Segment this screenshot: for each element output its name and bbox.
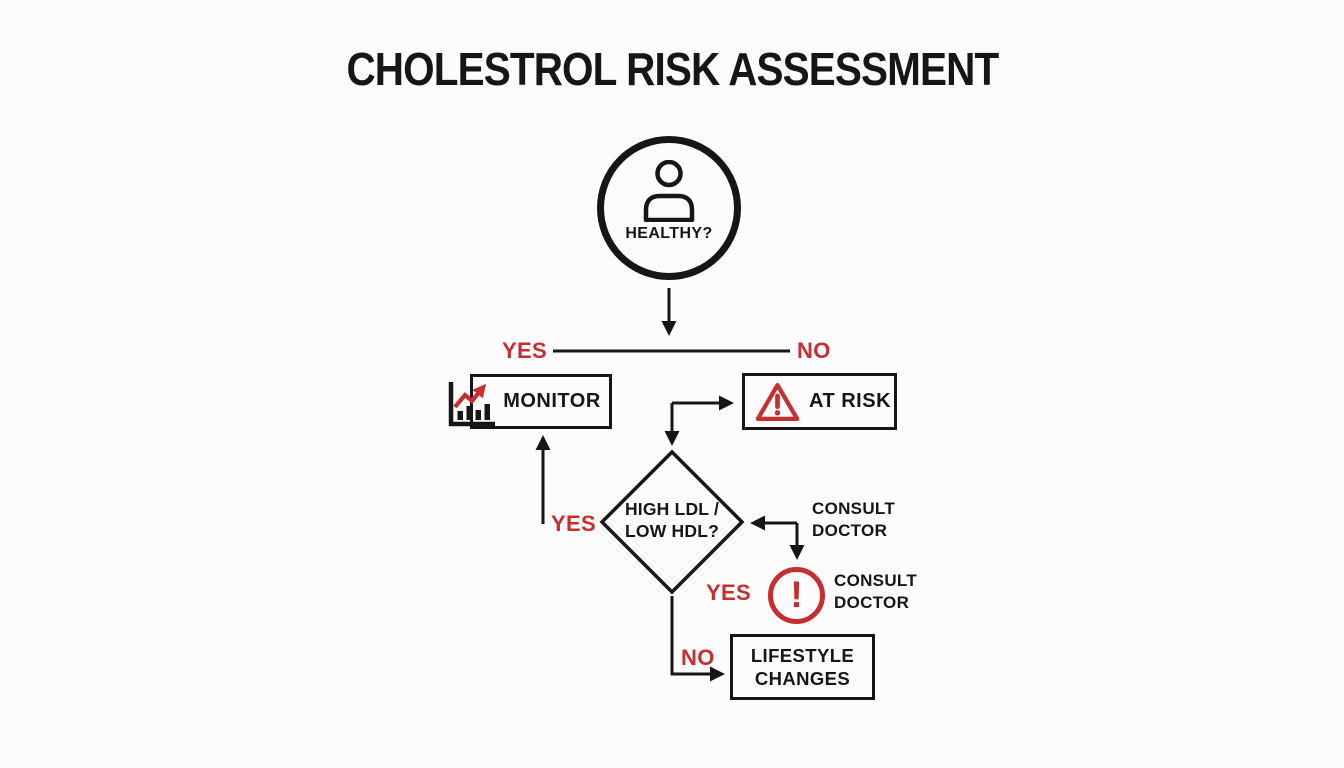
consult-note-line-2: DOCTOR <box>812 521 888 541</box>
consult-doctor-note: CONSULT DOCTOR <box>812 498 895 542</box>
person-icon <box>643 160 695 222</box>
lifestyle-changes-node: LIFESTYLE CHANGES <box>730 634 875 700</box>
consult-note-line-1: CONSULT <box>812 499 895 518</box>
page-title: CHOLESTROL RISK ASSESSMENT <box>346 43 999 95</box>
decision-line-1: HIGH LDL / <box>624 499 720 519</box>
at-risk-label: AT RISK <box>809 390 892 412</box>
warning-triangle-icon <box>755 382 800 421</box>
exclamation-circle-icon: ! <box>768 567 825 624</box>
start-node-healthy: HEALTHY? <box>597 136 741 280</box>
bar-chart-trend-icon <box>448 382 495 427</box>
page-title-row: CHOLESTROL RISK ASSESSMENT <box>0 42 1344 96</box>
monitor-label: MONITOR <box>503 390 601 412</box>
lifestyle-line-2: CHANGES <box>754 668 851 689</box>
edge-label-yes-right: YES <box>706 580 751 605</box>
edge-label-yes-top: YES <box>502 338 547 363</box>
consult-doctor-line-1: CONSULT <box>834 571 917 590</box>
edge-label-yes-left: YES <box>551 511 596 536</box>
decision-node-label: HIGH LDL / LOW HDL? <box>602 499 742 543</box>
edge-label-no-bottom: NO <box>681 645 715 670</box>
edge-label-no-top: NO <box>797 338 831 363</box>
start-node-label: HEALTHY? <box>625 225 713 242</box>
at-risk-node: AT RISK <box>742 373 897 430</box>
decision-line-2: LOW HDL? <box>625 520 719 541</box>
monitor-node: MONITOR <box>448 374 612 429</box>
consult-doctor-node-label: CONSULT DOCTOR <box>834 570 917 614</box>
lifestyle-line-1: LIFESTYLE <box>750 644 855 666</box>
exclamation-mark: ! <box>790 573 803 615</box>
consult-doctor-line-2: DOCTOR <box>834 593 910 613</box>
